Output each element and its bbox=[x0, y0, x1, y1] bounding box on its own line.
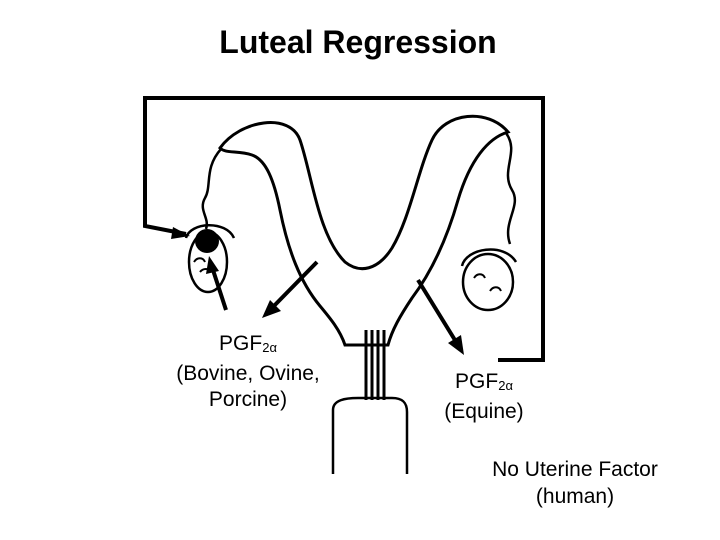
left-follicle-1 bbox=[193, 257, 206, 263]
arrowhead-left-label bbox=[262, 300, 281, 318]
human-label: No Uterine Factor (human) bbox=[450, 456, 700, 510]
pgf-subscript: 2α bbox=[498, 378, 513, 393]
vagina-outline bbox=[331, 396, 409, 474]
species-porcine: Porcine) bbox=[208, 388, 288, 411]
pgf-text: PGF bbox=[455, 370, 499, 393]
feedback-loop-line bbox=[143, 96, 545, 362]
pgf-text: PGF bbox=[219, 332, 263, 355]
arrow-uterus-to-left-label bbox=[267, 260, 319, 313]
pgf2a-formula-right: PGF2α bbox=[404, 369, 564, 399]
loop-arrowhead-left bbox=[171, 227, 190, 239]
pgf2a-formula-left: PGF2α bbox=[148, 331, 348, 361]
left-infundibulum bbox=[184, 224, 236, 239]
arrow-label-to-left-ovary bbox=[211, 269, 228, 311]
pgf-subscript-number: 2 bbox=[498, 378, 506, 393]
pgf-subscript-alpha: α bbox=[269, 340, 277, 355]
arrowhead-right-label bbox=[448, 335, 464, 355]
right-follicle-1 bbox=[473, 273, 486, 279]
right-oviduct bbox=[504, 132, 517, 245]
pgf2a-ruminant-swine-label: PGF2α (Bovine, Ovine, Porcine) bbox=[148, 331, 348, 413]
arrow-uterus-to-right-label bbox=[416, 278, 460, 347]
corpus-luteum bbox=[195, 229, 219, 253]
right-ovary bbox=[461, 252, 515, 312]
pgf-subscript-alpha: α bbox=[505, 378, 513, 393]
pgf2a-equine-label: PGF2α (Equine) bbox=[404, 369, 564, 425]
left-oviduct bbox=[201, 148, 222, 230]
human-text: (human) bbox=[535, 485, 615, 508]
species-bovine-ovine: (Bovine, Ovine, bbox=[176, 362, 320, 385]
right-follicle-2 bbox=[489, 286, 502, 292]
pgf-subscript: 2α bbox=[262, 340, 277, 355]
no-uterine-factor-text: No Uterine Factor bbox=[492, 458, 658, 481]
uterus-outline bbox=[218, 114, 511, 347]
slide-title: Luteal Regression bbox=[219, 24, 497, 60]
pgf-subscript-number: 2 bbox=[262, 340, 270, 355]
right-infundibulum bbox=[460, 248, 518, 267]
arrowhead-left-ovary bbox=[206, 256, 219, 274]
species-equine: (Equine) bbox=[444, 400, 524, 423]
